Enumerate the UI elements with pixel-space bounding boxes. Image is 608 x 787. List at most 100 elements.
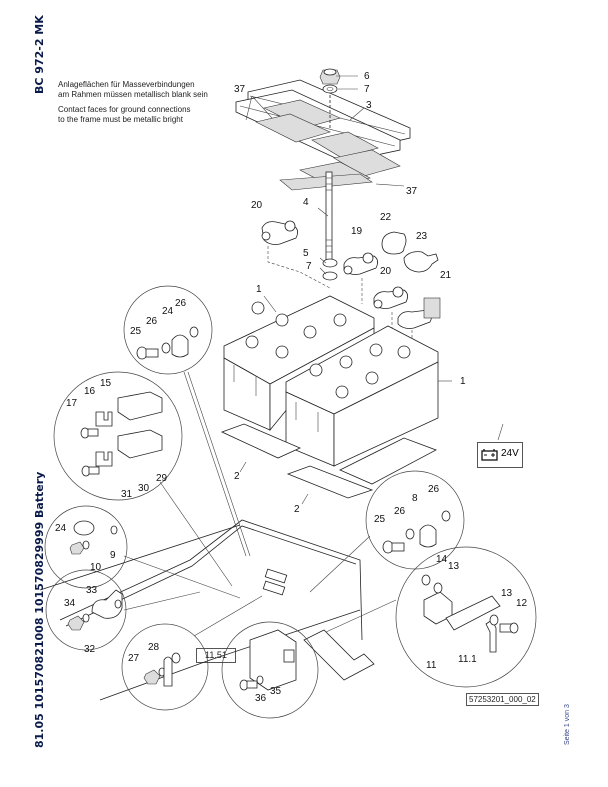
callout-16: 16: [84, 386, 96, 397]
terminal-clamp-20-left[interactable]: [261, 220, 298, 245]
callout-11: 11: [426, 660, 437, 671]
callout-7-mid: 7: [306, 261, 312, 272]
nut-10[interactable]: [69, 541, 85, 555]
washer-9a[interactable]: [82, 540, 90, 550]
washer-13b[interactable]: [489, 614, 499, 626]
callout-37-top: 37: [234, 84, 246, 95]
note-en-line1: Contact faces for ground connections: [58, 105, 191, 114]
washer-13a[interactable]: [433, 582, 443, 594]
washer-top[interactable]: [322, 84, 338, 94]
washer-7[interactable]: [322, 271, 338, 281]
callout-25-right: 25: [374, 514, 386, 525]
cable-clamp-8[interactable]: [419, 524, 437, 548]
battery-mat-left[interactable]: [220, 423, 301, 459]
callout-6: 6: [364, 71, 370, 82]
cable-lug[interactable]: [163, 656, 173, 687]
callout-9: 9: [110, 550, 116, 561]
callout-35: 35: [270, 686, 282, 697]
bolt-12[interactable]: [499, 622, 519, 634]
callout-13-top: 13: [448, 561, 460, 572]
note-german: Anlageflächen für Masseverbindungen am R…: [58, 80, 208, 100]
washer-33b[interactable]: [114, 599, 122, 609]
battery-icon: [481, 449, 498, 461]
callout-23: 23: [416, 231, 428, 242]
clip-30[interactable]: [95, 451, 113, 467]
relay-11-51[interactable]: [249, 629, 297, 691]
battery-switch-11[interactable]: [423, 591, 501, 653]
callout-2-right: 2: [294, 504, 300, 515]
callout-4: 4: [303, 197, 309, 208]
cable-clamp-24[interactable]: [171, 334, 189, 358]
clip-16[interactable]: [95, 411, 113, 427]
bracket-32[interactable]: [91, 589, 123, 619]
callout-21: 21: [440, 270, 452, 281]
callout-24-top: 24: [162, 306, 174, 317]
callout-33: 33: [86, 585, 98, 596]
callout-2-left: 2: [234, 471, 240, 482]
callout-8: 8: [412, 493, 418, 504]
callout-12: 12: [516, 598, 528, 609]
callout-27: 27: [128, 653, 140, 664]
battery-mat-right[interactable]: [286, 437, 437, 499]
terminal-clamp-20-right[interactable]: [373, 286, 408, 309]
battery-clamp-frame[interactable]: [235, 79, 411, 191]
detail-circle-cable-eye: [44, 505, 128, 589]
washer-26-c[interactable]: [405, 528, 415, 540]
callout-20-left: 20: [251, 200, 263, 211]
nut[interactable]: [319, 68, 341, 85]
callout-17: 17: [66, 398, 78, 409]
nut-27[interactable]: [143, 669, 161, 685]
note-de-line1: Anlageflächen für Masseverbindungen: [58, 80, 195, 89]
detail-circle-ground-clamp: [123, 285, 213, 375]
callout-36: 36: [255, 693, 267, 704]
callout-7-top: 7: [364, 84, 370, 95]
battery-symbol: 24V: [477, 442, 523, 468]
washer-9b[interactable]: [110, 525, 118, 535]
callout-29: 29: [156, 473, 168, 484]
callout-14: 14: [436, 554, 448, 565]
washer-26-left[interactable]: [161, 342, 171, 354]
callout-26-c: 26: [394, 506, 406, 517]
cable-eye-24[interactable]: [73, 520, 95, 536]
battery-tray-frame[interactable]: [39, 519, 375, 701]
reference-box-11-51[interactable]: 11.51: [196, 648, 236, 663]
callout-26-left: 26: [146, 316, 158, 327]
nut-34[interactable]: [67, 615, 85, 631]
callout-24-left: 24: [55, 523, 67, 534]
bolt-31[interactable]: [81, 465, 100, 477]
detail-circle-relay: [221, 621, 319, 719]
callout-15: 15: [100, 378, 112, 389]
bolt-17[interactable]: [80, 427, 99, 439]
washer-35[interactable]: [256, 675, 264, 685]
washer-14[interactable]: [421, 574, 431, 586]
terminal-block-15[interactable]: [117, 391, 163, 459]
detail-circle-lug: [121, 623, 209, 711]
note-en-line2: to the frame must be metallic bright: [58, 115, 183, 124]
callout-1-right: 1: [460, 376, 466, 387]
callout-37-bottom: 37: [406, 186, 418, 197]
detail-circle-bracket: [45, 569, 127, 651]
bolt-36[interactable]: [239, 679, 258, 691]
terminal-cap-23[interactable]: [403, 251, 439, 273]
drawing-id-box: 57253201_000_02: [466, 693, 539, 706]
washer-26-right[interactable]: [189, 326, 199, 338]
washer-33a[interactable]: [82, 613, 90, 623]
terminal-cap-22[interactable]: [381, 231, 407, 255]
callout-11-1: 11.1: [458, 654, 477, 665]
terminal-clamp-21[interactable]: [397, 297, 441, 329]
bolt-25-left[interactable]: [136, 346, 159, 360]
washer-28b[interactable]: [171, 652, 181, 664]
callout-10: 10: [90, 562, 102, 573]
terminal-clamp-19[interactable]: [343, 252, 378, 275]
washer-26-d[interactable]: [441, 510, 451, 522]
callout-5: 5: [303, 248, 309, 259]
washer-5[interactable]: [322, 258, 338, 268]
bolt-25-right[interactable]: [382, 540, 405, 554]
threaded-rod[interactable]: [325, 171, 333, 263]
callout-30: 30: [138, 483, 150, 494]
callout-1-top: 1: [256, 284, 262, 295]
callout-26-d: 26: [428, 484, 440, 495]
callout-20-right: 20: [380, 266, 392, 277]
callout-3: 3: [366, 100, 372, 111]
